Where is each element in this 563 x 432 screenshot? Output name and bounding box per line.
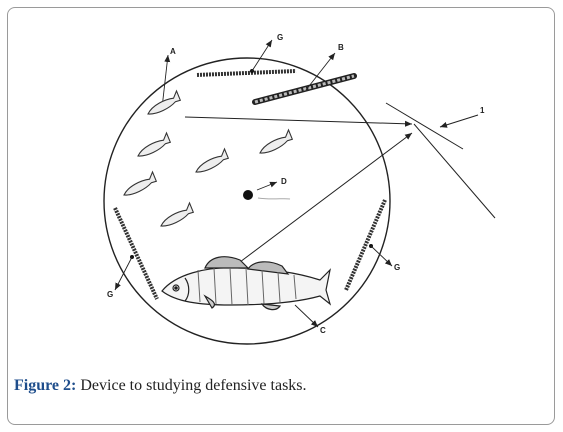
label-d: D <box>281 177 287 186</box>
label-c: C <box>320 326 326 335</box>
predator-fish <box>161 256 332 328</box>
prey-fish-group <box>123 89 294 227</box>
figure-label: Figure 2: <box>14 377 77 394</box>
label-g-left: G <box>107 290 113 299</box>
prey-fish <box>259 128 294 154</box>
prey-fish <box>160 201 195 227</box>
tank-circle <box>103 57 391 345</box>
top-g-panel <box>196 39 297 77</box>
left-g-panel <box>113 207 159 300</box>
prey-fish <box>123 170 158 196</box>
figure-caption-text: Device to studying defensive tasks. <box>80 377 307 394</box>
dot-d <box>243 181 291 200</box>
label-g-right: G <box>394 263 400 272</box>
prey-fish <box>195 147 230 173</box>
label-a: A <box>170 47 176 56</box>
figure-frame <box>7 7 555 425</box>
label-b: B <box>338 43 344 52</box>
figure-caption: Figure 2: Device to studying defensive t… <box>14 377 307 395</box>
rod-b <box>252 52 357 105</box>
arrow-a <box>161 54 171 109</box>
label-1: 1 <box>480 106 485 115</box>
label-g-top: G <box>277 33 283 42</box>
right-g-panel <box>344 199 393 291</box>
mirror-1 <box>184 102 496 263</box>
prey-fish <box>137 131 172 157</box>
prey-fish <box>147 89 182 115</box>
